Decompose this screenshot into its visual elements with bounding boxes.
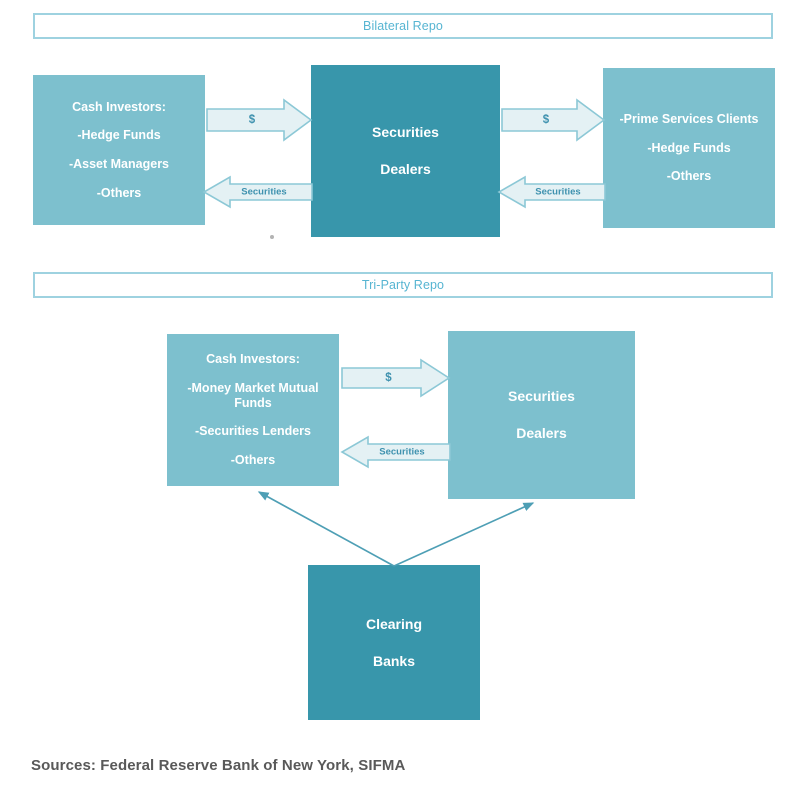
arrow-dealer-to-cash-securities-triparty: Securities (340, 435, 451, 469)
box-line: Cash Investors: (72, 99, 166, 114)
arrow-dealer-to-cash-securities-bilateral: Securities (202, 175, 313, 209)
section-title-bilateral: Bilateral Repo (363, 19, 443, 33)
box-line: Dealers (516, 425, 567, 441)
box-securities-dealers-bilateral: Securities Dealers (311, 65, 500, 237)
connector-clearing-to-cash-investors (257, 491, 395, 567)
left-arrow-icon (340, 435, 451, 469)
box-line: Securities (372, 124, 439, 141)
arrow-cash-to-dealer-money-triparty: $ (341, 358, 451, 398)
box-line: Securities (508, 388, 575, 405)
box-line: Clearing (365, 615, 422, 632)
right-arrow-icon (501, 98, 606, 142)
left-arrow-icon (202, 175, 313, 209)
box-line: -Prime Services Clients (619, 111, 759, 126)
box-line: -Money Market Mutual Funds (187, 380, 319, 410)
section-title-triparty: Tri-Party Repo (361, 278, 445, 292)
right-arrow-icon (206, 98, 313, 142)
connector-clearing-to-dealers (393, 502, 535, 567)
box-line: Banks (372, 652, 416, 669)
stray-dot-artifact (270, 235, 274, 239)
section-header-tri-party-repo: Tri-Party Repo (33, 272, 773, 298)
box-line: -Hedge Funds (77, 128, 161, 143)
box-cash-investors-bilateral: Cash Investors: -Hedge Funds -Asset Mana… (33, 75, 205, 225)
right-arrow-icon (341, 358, 451, 398)
box-line: -Others (666, 169, 712, 184)
box-line: -Hedge Funds (647, 140, 731, 155)
box-line: -Others (230, 453, 276, 468)
arrow-cash-to-dealer-money-bilateral: $ (206, 98, 313, 142)
left-arrow-icon (497, 175, 606, 209)
box-line: -Securities Lenders (194, 424, 311, 439)
arrow-dealer-to-client-money-bilateral: $ (501, 98, 606, 142)
box-line: Dealers (380, 161, 431, 177)
box-securities-dealers-triparty: Securities Dealers (448, 331, 635, 499)
box-clearing-banks: Clearing Banks (308, 565, 480, 720)
box-line: -Asset Managers (68, 157, 170, 171)
arrow-client-to-dealer-securities-bilateral: Securities (497, 175, 606, 209)
section-header-bilateral-repo: Bilateral Repo (33, 13, 773, 39)
box-prime-services-clients: -Prime Services Clients -Hedge Funds -Ot… (603, 68, 775, 228)
sources-note: Sources: Federal Reserve Bank of New Yor… (31, 757, 406, 774)
box-cash-investors-triparty: Cash Investors: -Money Market Mutual Fun… (167, 334, 339, 486)
box-line: -Others (96, 185, 142, 200)
box-line: Cash Investors: (206, 352, 300, 367)
